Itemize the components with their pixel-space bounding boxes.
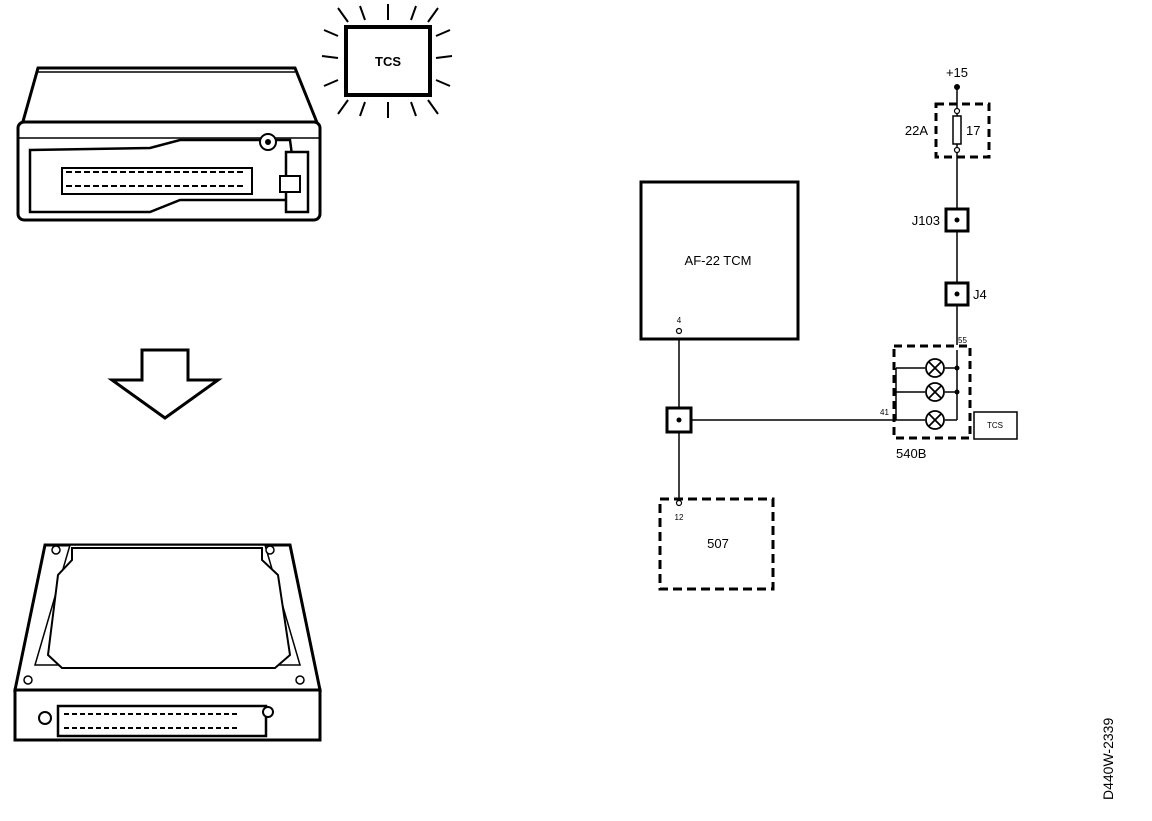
tcs-warning-lamp: TCS [321, 4, 453, 118]
fuse-box-label: 22A [905, 123, 928, 138]
module-507: 507 12 [658, 497, 775, 591]
tcm-unit-top-view [13, 543, 322, 742]
cluster-pin-top: 55 [958, 336, 967, 345]
cluster-pin-side: 41 [880, 408, 889, 417]
connector-j4: J4 [944, 281, 987, 307]
down-arrow-icon [107, 348, 223, 420]
module-507-pin: 12 [675, 513, 684, 522]
cluster-label: 540B [896, 446, 926, 461]
splice-junction [665, 406, 693, 434]
tcm-module: AF-22 TCM 4 [639, 180, 800, 341]
connector-j4-label: J4 [973, 287, 987, 302]
lamp-tag: TCS [973, 411, 1018, 440]
lamp-glow-rays-icon [321, 4, 453, 118]
lamp-label: TCS [375, 54, 401, 69]
module-507-label: 507 [707, 536, 729, 551]
supply-terminal: +15 [946, 65, 968, 90]
lamp-frame [344, 25, 432, 97]
instrument-cluster: 55 41 540B [880, 336, 972, 461]
connector-j103-label: J103 [912, 213, 940, 228]
lamp-tag-label: TCS [987, 421, 1003, 430]
connector-j103: J103 [912, 207, 970, 233]
tcm-module-pin: 4 [677, 316, 682, 325]
bulb-icons [925, 358, 945, 430]
tcm-module-label: AF-22 TCM [685, 253, 752, 268]
reference-code: D440W-2339 [1100, 717, 1116, 800]
schematic: AF-22 TCM 4 507 12 +15 22A [639, 65, 1018, 591]
tcm-unit-connector-view [16, 66, 322, 222]
supply-label: +15 [946, 65, 968, 80]
fuse-icon [952, 115, 962, 145]
fuse-number: 17 [966, 123, 980, 138]
fuse-box: 22A 17 [905, 102, 991, 159]
